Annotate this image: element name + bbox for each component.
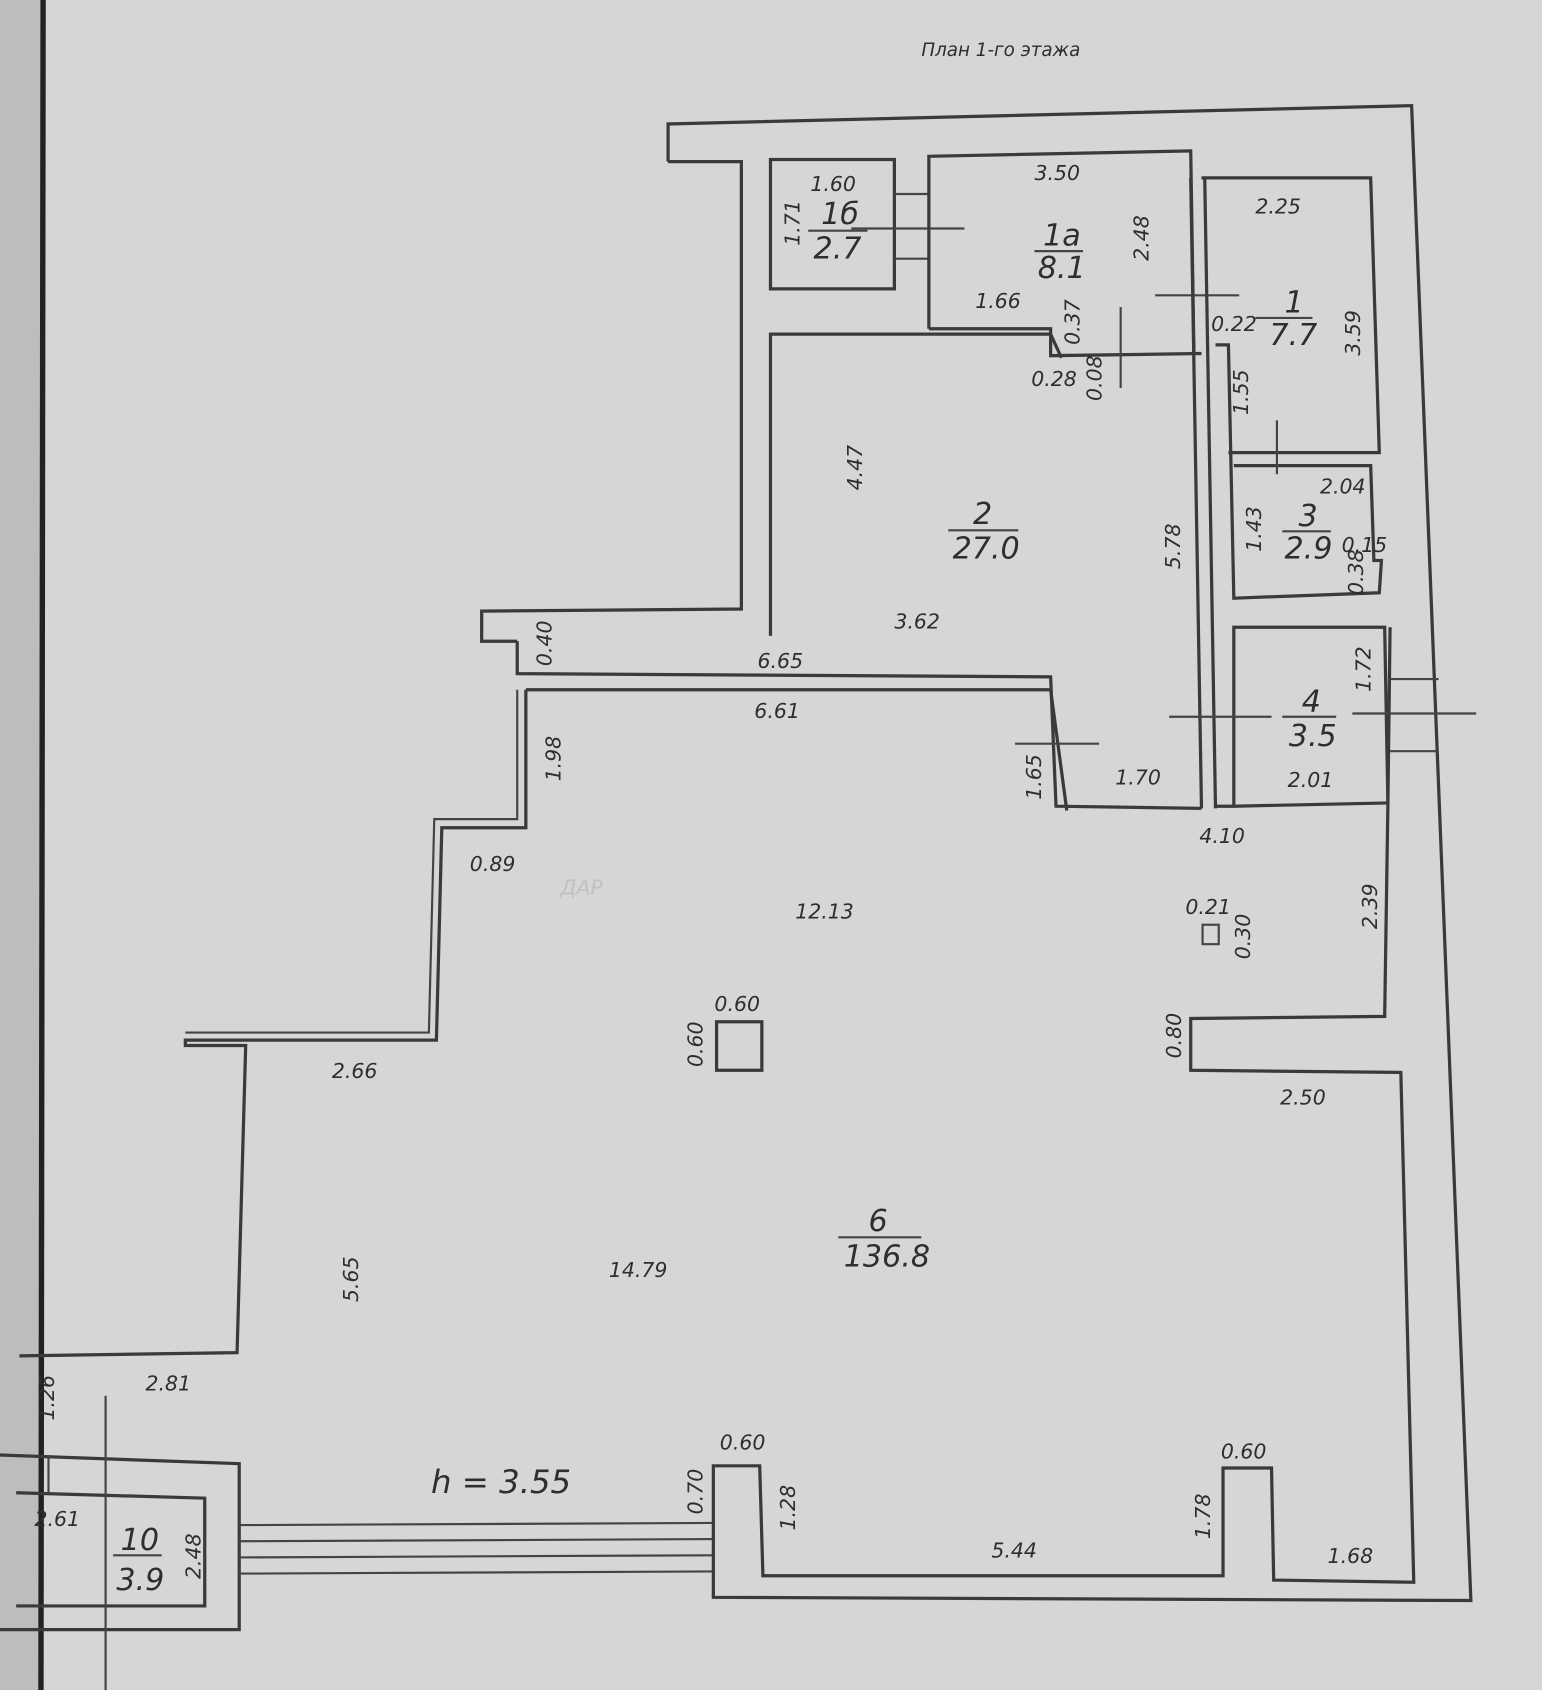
dimension-label: 2.48 xyxy=(1130,215,1154,261)
page-binding-edge xyxy=(0,0,44,1690)
room-10-label: 103.9 xyxy=(113,1523,164,1598)
room-2-label: 227.0 xyxy=(948,497,1020,566)
dimension-label: 1.55 xyxy=(1229,369,1253,415)
dimension-label: 1.28 xyxy=(776,1485,800,1531)
dimension-label: 2.04 xyxy=(1320,475,1366,499)
svg-text:7.7: 7.7 xyxy=(1269,318,1317,353)
dimension-label: 6.65 xyxy=(758,649,804,673)
dimension-label: 3.59 xyxy=(1341,310,1365,356)
dimension-label: 3.62 xyxy=(894,609,940,633)
room-1a-label: 1а8.1 xyxy=(1034,219,1086,286)
svg-text:10: 10 xyxy=(121,1523,159,1558)
svg-text:2: 2 xyxy=(973,497,992,532)
room-1-label: 17.7 xyxy=(1255,286,1317,353)
dimension-label: 1.78 xyxy=(1191,1494,1215,1540)
dimension-label: 5.65 xyxy=(339,1256,363,1302)
dimension-label: 0.21 xyxy=(1185,895,1231,919)
dimension-label: 2.39 xyxy=(1358,883,1382,929)
dimension-label: 5.78 xyxy=(1161,523,1185,569)
svg-text:2.7: 2.7 xyxy=(814,232,862,267)
dimension-label: 1.26 xyxy=(35,1375,59,1421)
dimension-label: 4.10 xyxy=(1199,824,1245,848)
dimension-label: 6.61 xyxy=(754,699,800,723)
dimension-label: 1.71 xyxy=(781,200,805,246)
dimension-label: 1.70 xyxy=(1115,766,1161,790)
dimension-label: 1.68 xyxy=(1328,1544,1374,1568)
dimension-label: 0.22 xyxy=(1211,312,1257,336)
room-1b-label: 1б2.7 xyxy=(808,197,868,267)
dimension-label: 14.79 xyxy=(609,1258,668,1282)
svg-text:3.9: 3.9 xyxy=(116,1563,164,1598)
svg-text:3: 3 xyxy=(1298,499,1317,534)
room-labels: 1б2.7 1а8.1 17.7 227.0 32.9 43.5 6136.8 … xyxy=(113,197,1337,1598)
dimension-label: 1.72 xyxy=(1352,646,1376,692)
dimension-label: 4.47 xyxy=(843,445,867,491)
svg-text:6: 6 xyxy=(869,1204,888,1239)
dimension-label: 0.37 xyxy=(1061,299,1085,345)
binding-line xyxy=(38,0,46,1690)
dimension-labels: 1.60 1.71 3.50 2.48 1.66 0.37 0.28 0.08 … xyxy=(34,161,1387,1579)
dimension-label: 1.66 xyxy=(975,289,1021,313)
dimension-label: 0.40 xyxy=(533,621,557,667)
dimension-label: 0.89 xyxy=(470,852,516,876)
dimension-label: 0.15 xyxy=(1342,533,1388,557)
dimension-label: 0.08 xyxy=(1082,355,1106,401)
dimension-label: 2.01 xyxy=(1288,768,1334,792)
ceiling-height-note: h = 3.55 xyxy=(431,1463,571,1501)
dimension-label: 0.60 xyxy=(1221,1439,1267,1463)
dimension-label: 2.81 xyxy=(145,1371,191,1395)
dimension-label: 0.30 xyxy=(1231,914,1255,960)
dimension-label: 0.60 xyxy=(684,1021,708,1067)
dimension-label: 0.60 xyxy=(714,992,760,1016)
dimension-label: 2.61 xyxy=(34,1507,80,1531)
svg-text:8.1: 8.1 xyxy=(1038,251,1086,286)
dimension-label: 1.60 xyxy=(810,172,856,196)
dimension-label: 12.13 xyxy=(795,899,854,923)
svg-text:27.0: 27.0 xyxy=(953,531,1020,566)
svg-text:1б: 1б xyxy=(821,197,859,232)
dimension-label: 2.25 xyxy=(1255,194,1301,218)
dimension-label: 0.80 xyxy=(1162,1013,1186,1059)
plan-title: План 1-го этажа xyxy=(921,40,1080,61)
svg-text:2.9: 2.9 xyxy=(1284,531,1332,566)
svg-text:136.8: 136.8 xyxy=(844,1239,930,1274)
watermark: ДАР xyxy=(559,876,603,900)
dimension-label: 0.38 xyxy=(1344,549,1368,595)
dimension-label: 1.65 xyxy=(1022,754,1046,800)
room-4-label: 43.5 xyxy=(1282,684,1337,754)
svg-text:4: 4 xyxy=(1302,684,1321,719)
dimension-label: 2.50 xyxy=(1280,1086,1326,1110)
dimension-label: 3.50 xyxy=(1034,161,1080,185)
dimension-label: 0.60 xyxy=(720,1431,766,1455)
svg-text:3.5: 3.5 xyxy=(1289,719,1337,754)
dimension-label: 0.70 xyxy=(684,1469,708,1515)
dimension-label: 5.44 xyxy=(991,1538,1037,1562)
dimension-label: 0.28 xyxy=(1031,367,1077,391)
svg-text:1: 1 xyxy=(1284,286,1303,321)
dimension-label: 1.98 xyxy=(541,736,565,782)
dimension-label: 2.66 xyxy=(332,1059,378,1083)
room-3-label: 32.9 xyxy=(1282,499,1332,566)
dimension-label: 1.43 xyxy=(1242,506,1266,552)
watermark-text: ДАР xyxy=(559,876,603,900)
svg-text:1а: 1а xyxy=(1043,219,1081,254)
walls xyxy=(0,103,1477,1690)
dimension-label: 2.48 xyxy=(181,1533,205,1579)
